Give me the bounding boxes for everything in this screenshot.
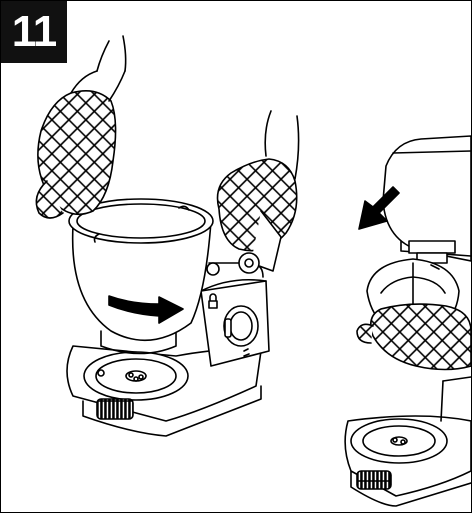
mixer-base-icon [345, 377, 471, 506]
oven-mitt-icon [357, 304, 471, 369]
oven-mitt-icon [218, 111, 299, 273]
oven-mitt-icon [36, 36, 125, 218]
